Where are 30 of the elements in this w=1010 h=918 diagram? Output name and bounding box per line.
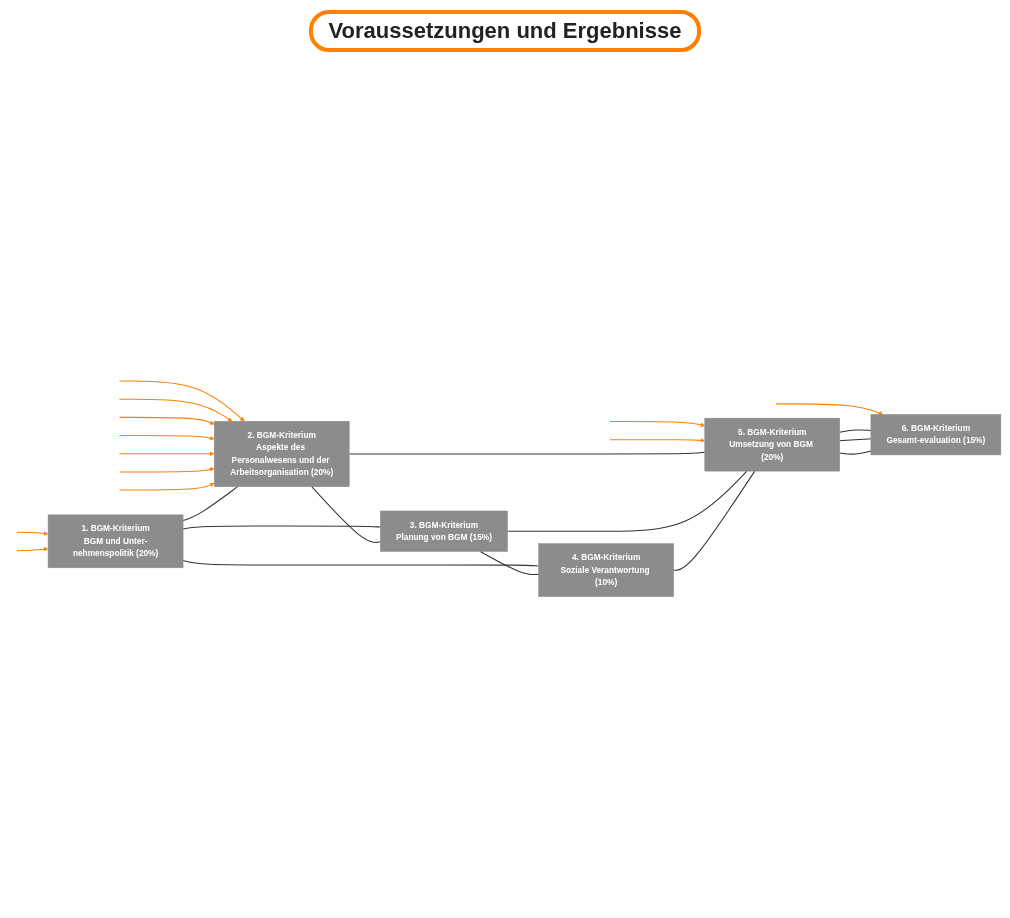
- arrow: [16, 547, 49, 552]
- node-box: 4. BGM-Kriterium Soziale Verantwortung (10%): [538, 543, 674, 597]
- connector: [839, 429, 872, 433]
- arrow: [118, 380, 245, 422]
- arrow: [16, 531, 49, 536]
- arrow: [118, 451, 215, 457]
- connector: [673, 470, 756, 571]
- node-box: 6. BGM-Kriterium Gesamt-evaluation (15%): [870, 414, 1002, 456]
- connector: [182, 486, 239, 522]
- connector: [348, 451, 706, 455]
- node-box: 2. BGM-Kriterium Aspekte des Personalwesens und der Arbeitsorganisation (20%): [213, 421, 350, 488]
- arrow: [118, 417, 215, 425]
- connector: [182, 560, 540, 567]
- arrow: [118, 482, 215, 491]
- connector: [479, 551, 540, 576]
- connector: [182, 525, 381, 530]
- connector: [311, 486, 381, 544]
- arrow: [609, 421, 705, 428]
- node-box: 1. BGM-Kriterium BGM und Unter-nehmenspolitik (20%): [47, 514, 184, 569]
- arrow: [118, 398, 233, 422]
- arrow: [609, 438, 705, 443]
- node-box: 3. BGM-Kriterium Planung von BGM (15%): [380, 510, 508, 552]
- connector: [839, 450, 872, 455]
- cycle-arrow-label: Voraussetzungen und Ergebnisse: [308, 10, 702, 52]
- arrow: [775, 403, 884, 416]
- arrow: [118, 435, 215, 441]
- node-box: 5. BGM-Kriterium Umsetzung von BGM (20%): [704, 418, 840, 472]
- connector: [839, 438, 872, 442]
- connector: [507, 470, 748, 532]
- arrow: [118, 467, 215, 473]
